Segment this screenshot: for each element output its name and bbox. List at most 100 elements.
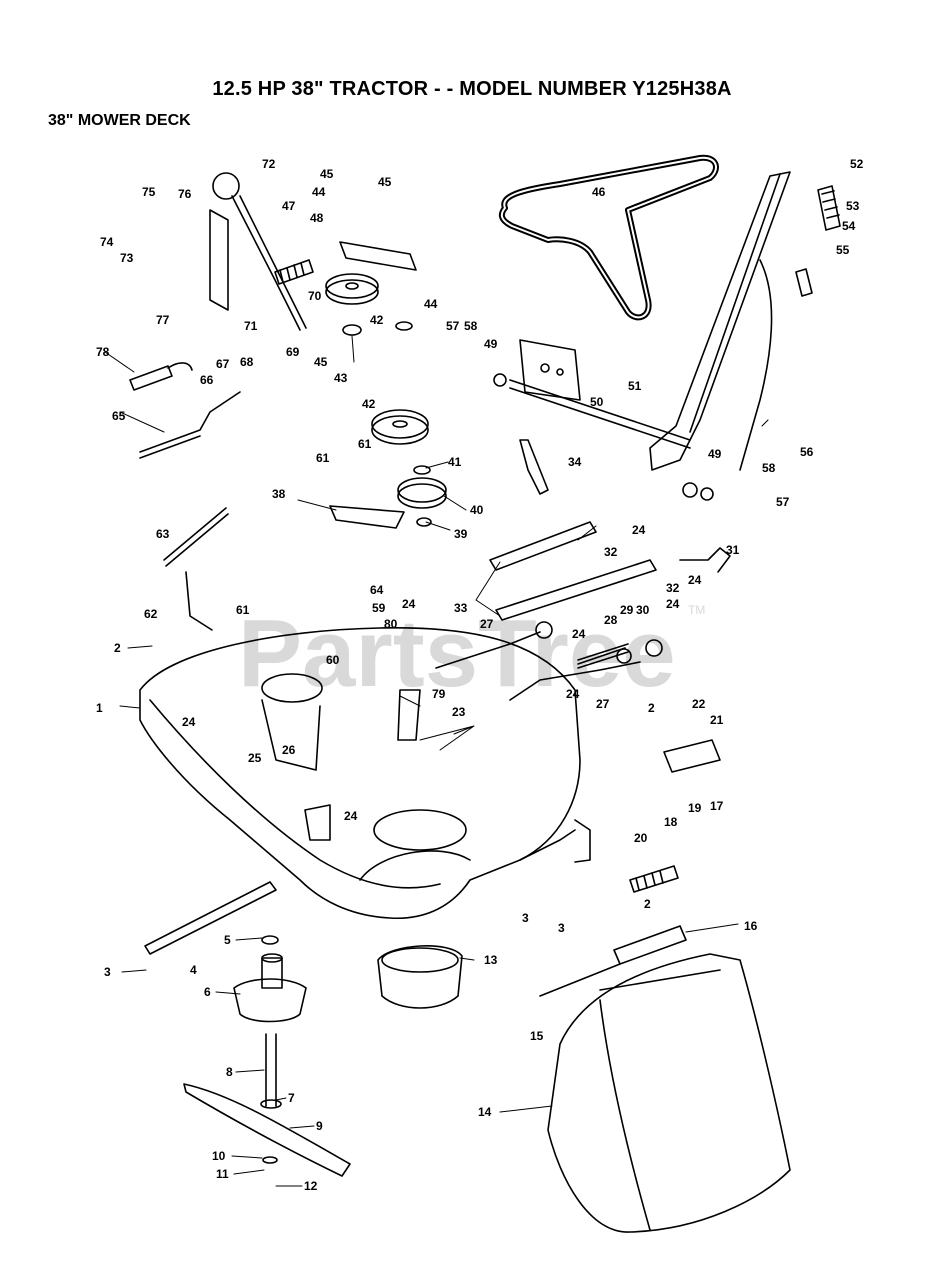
part-label: 61 [316, 451, 330, 465]
part-label: 55 [836, 243, 850, 257]
part-label: 25 [248, 751, 262, 765]
part-label: 44 [312, 185, 326, 199]
blade-drawing [183, 1083, 351, 1177]
part-label: 2 [114, 641, 121, 655]
part-label: 32 [666, 581, 680, 595]
part-label: 57 [446, 319, 460, 333]
part-label: 73 [120, 251, 134, 265]
part-label: 51 [628, 379, 642, 393]
part-label: 63 [156, 527, 170, 541]
part-label: 24 [666, 597, 680, 611]
part-label: 8 [226, 1065, 233, 1079]
part-label: 46 [592, 185, 606, 199]
part-label: 24 [182, 715, 196, 729]
part-label: 41 [448, 455, 462, 469]
part-label: 3 [558, 921, 565, 935]
part-label: 7 [288, 1091, 295, 1105]
part-label: 27 [480, 617, 494, 631]
part-label: 62 [144, 607, 158, 621]
part-label: 1 [96, 701, 103, 715]
part-label: 40 [470, 503, 484, 517]
part-label: 28 [604, 613, 618, 627]
part-label: 60 [326, 653, 340, 667]
part-label: 23 [452, 705, 466, 719]
part-label: 5 [224, 933, 231, 947]
part-label: 32 [604, 545, 618, 559]
part-label: 70 [308, 289, 322, 303]
part-label: 3 [522, 911, 529, 925]
part-label: 42 [370, 313, 384, 327]
part-label: 76 [178, 187, 192, 201]
mower-deck-drawing [139, 627, 581, 920]
part-label: 11 [216, 1167, 229, 1181]
shaft-drawing [509, 379, 691, 441]
part-label: 34 [568, 455, 582, 469]
part-label: 49 [708, 447, 722, 461]
part-label: 24 [572, 627, 586, 641]
page-subtitle: 38" MOWER DECK [48, 112, 191, 129]
part-label: 71 [244, 319, 258, 333]
watermark: PartsTree [238, 600, 676, 707]
part-label: 33 [454, 601, 468, 615]
part-label: 75 [142, 185, 156, 199]
part-label: 42 [362, 397, 376, 411]
part-label: 66 [200, 373, 214, 387]
part-label: 64 [370, 583, 384, 597]
watermark-tm: TM [688, 603, 705, 617]
part-label: 78 [96, 345, 110, 359]
part-label: 24 [688, 573, 702, 587]
part-label: 24 [344, 809, 358, 823]
part-label: 20 [634, 831, 648, 845]
discharge-chute-drawing [547, 953, 791, 1233]
part-label: 18 [664, 815, 678, 829]
part-label: 15 [530, 1029, 544, 1043]
part-label: 74 [100, 235, 114, 249]
part-label: 45 [314, 355, 328, 369]
part-label: 48 [310, 211, 324, 225]
part-label: 24 [566, 687, 580, 701]
lift-lever-drawing [649, 171, 791, 471]
part-label: 26 [282, 743, 296, 757]
part-label: 22 [692, 697, 706, 711]
part-label: 43 [334, 371, 348, 385]
part-label: 58 [464, 319, 478, 333]
part-label: 67 [216, 357, 230, 371]
part-label: 24 [632, 523, 646, 537]
part-label: 45 [320, 167, 334, 181]
part-label: 29 [620, 603, 634, 617]
part-label: 49 [484, 337, 498, 351]
part-label: 24 [402, 597, 416, 611]
part-label: 44 [424, 297, 438, 311]
part-label: 2 [648, 701, 655, 715]
page-title: 12.5 HP 38" TRACTOR - - MODEL NUMBER Y12… [212, 78, 732, 100]
part-label: 68 [240, 355, 254, 369]
part-label: 72 [262, 157, 276, 171]
part-label: 80 [384, 617, 398, 631]
part-label: 39 [454, 527, 468, 541]
part-label: 16 [744, 919, 758, 933]
pulley-upper-drawing [325, 279, 379, 305]
part-label: 58 [762, 461, 776, 475]
part-label: 45 [378, 175, 392, 189]
part-label: 30 [636, 603, 650, 617]
part-label: 9 [316, 1119, 323, 1133]
part-label: 79 [432, 687, 446, 701]
part-label: 12 [304, 1179, 318, 1193]
part-label: 50 [590, 395, 604, 409]
part-label: 10 [212, 1149, 226, 1163]
part-label: 59 [372, 601, 386, 615]
part-label: 47 [282, 199, 296, 213]
part-label: 61 [236, 603, 250, 617]
part-label: 4 [190, 963, 197, 977]
part-label: 61 [358, 437, 372, 451]
part-label: 6 [204, 985, 211, 999]
part-label: 31 [726, 543, 740, 557]
part-label: 65 [112, 409, 126, 423]
part-label: 17 [710, 799, 724, 813]
part-label: 38 [272, 487, 286, 501]
part-label: 53 [846, 199, 860, 213]
part-label: 56 [800, 445, 814, 459]
part-label: 13 [484, 953, 498, 967]
part-label: 69 [286, 345, 300, 359]
